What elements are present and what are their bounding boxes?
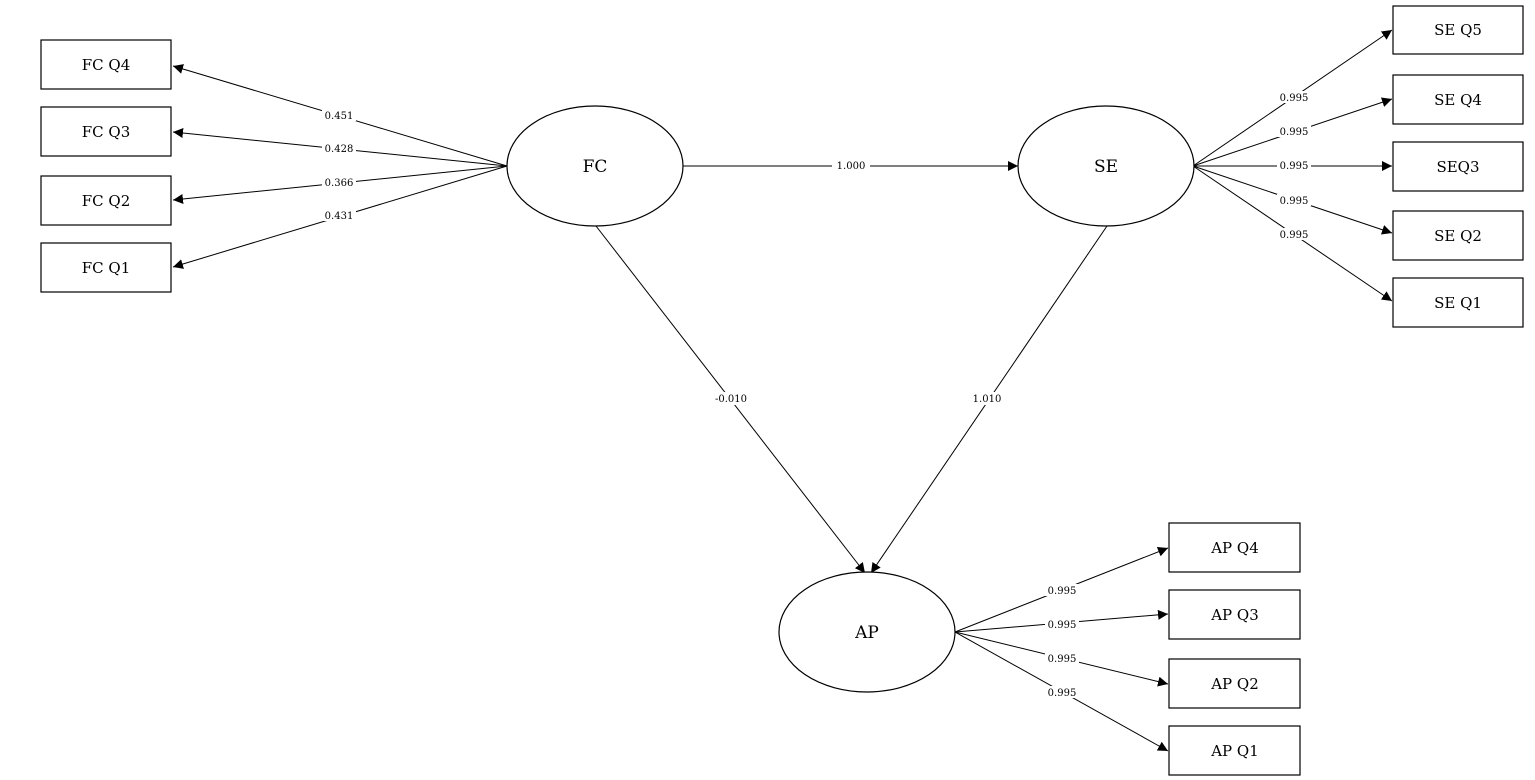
svg-text:AP Q2: AP Q2 [1210, 675, 1259, 693]
svg-text:0.995: 0.995 [1048, 586, 1077, 597]
svg-text:SE Q4: SE Q4 [1434, 91, 1482, 109]
weight-label-fcq2: 0.366 [322, 176, 356, 189]
svg-text:0.428: 0.428 [325, 144, 354, 155]
path-coefficient-fc-se: 1.000 [832, 160, 870, 172]
indicator-fcq2: FC Q2 [40, 175, 172, 226]
svg-text:FC Q1: FC Q1 [82, 259, 131, 277]
indicator-seq3: SEQ3 [1392, 141, 1524, 192]
indicator-apq3: AP Q3 [1168, 589, 1301, 640]
svg-text:0.995: 0.995 [1280, 127, 1309, 138]
svg-text:SE Q5: SE Q5 [1434, 21, 1482, 39]
indicator-seq2: SE Q2 [1392, 210, 1524, 261]
indicator-seq1: SE Q1 [1392, 277, 1524, 328]
svg-text:0.995: 0.995 [1280, 230, 1309, 241]
svg-text:FC Q2: FC Q2 [82, 192, 131, 210]
indicator-fcq3: FC Q3 [40, 106, 172, 157]
svg-text:FC Q3: FC Q3 [82, 123, 131, 141]
indicator-seq4: SE Q4 [1392, 74, 1524, 125]
svg-text:SEQ3: SEQ3 [1436, 158, 1479, 176]
svg-text:SE Q1: SE Q1 [1434, 294, 1482, 312]
svg-text:AP: AP [854, 623, 879, 643]
svg-text:0.366: 0.366 [325, 178, 354, 189]
weight-label-seq4: 0.995 [1277, 125, 1311, 138]
latent-node-se: SE [1017, 105, 1195, 227]
svg-text:FC: FC [583, 157, 608, 177]
weight-label-apq2: 0.995 [1045, 652, 1079, 665]
weight-label-seq5: 0.995 [1277, 91, 1311, 104]
svg-text:0.995: 0.995 [1048, 688, 1077, 699]
indicator-apq2: AP Q2 [1168, 658, 1301, 709]
svg-text:1.010: 1.010 [973, 394, 1002, 405]
weight-label-apq4: 0.995 [1045, 584, 1079, 597]
weight-label-fcq4: 0.451 [322, 109, 356, 122]
svg-text:0.995: 0.995 [1280, 93, 1309, 104]
svg-text:0.995: 0.995 [1048, 620, 1077, 631]
weight-label-seq1: 0.995 [1277, 228, 1311, 241]
indicator-apq1: AP Q1 [1168, 725, 1301, 776]
indicator-fcq1: FC Q1 [40, 242, 172, 293]
path-coefficient-se-ap: 1.010 [968, 392, 1006, 405]
svg-text:0.431: 0.431 [325, 211, 354, 222]
svg-text:0.995: 0.995 [1048, 654, 1077, 665]
svg-text:0.995: 0.995 [1280, 161, 1309, 172]
latent-node-ap: AP [778, 571, 956, 693]
svg-text:0.995: 0.995 [1280, 196, 1309, 207]
weight-label-apq3: 0.995 [1045, 618, 1079, 631]
indicator-fcq4: FC Q4 [40, 39, 172, 90]
indicator-seq5: SE Q5 [1392, 5, 1524, 55]
svg-text:FC Q4: FC Q4 [82, 56, 131, 74]
path-coefficient-fc-ap: -0.010 [711, 392, 751, 405]
svg-text:AP Q3: AP Q3 [1210, 606, 1259, 624]
weight-label-seq3: 0.995 [1277, 159, 1311, 172]
latent-node-fc: FC [506, 105, 684, 227]
weight-label-seq2: 0.995 [1277, 194, 1311, 207]
svg-text:AP Q1: AP Q1 [1210, 742, 1259, 760]
svg-text:-0.010: -0.010 [715, 394, 747, 405]
weight-label-fcq1: 0.431 [322, 209, 356, 222]
weight-label-fcq3: 0.428 [322, 142, 356, 155]
weight-label-apq1: 0.995 [1045, 686, 1079, 699]
svg-text:0.451: 0.451 [325, 111, 354, 122]
svg-text:SE Q2: SE Q2 [1434, 227, 1482, 245]
svg-text:AP Q4: AP Q4 [1210, 539, 1259, 557]
indicator-apq4: AP Q4 [1168, 522, 1301, 573]
svg-text:1.000: 1.000 [837, 161, 866, 172]
svg-text:SE: SE [1094, 157, 1118, 177]
